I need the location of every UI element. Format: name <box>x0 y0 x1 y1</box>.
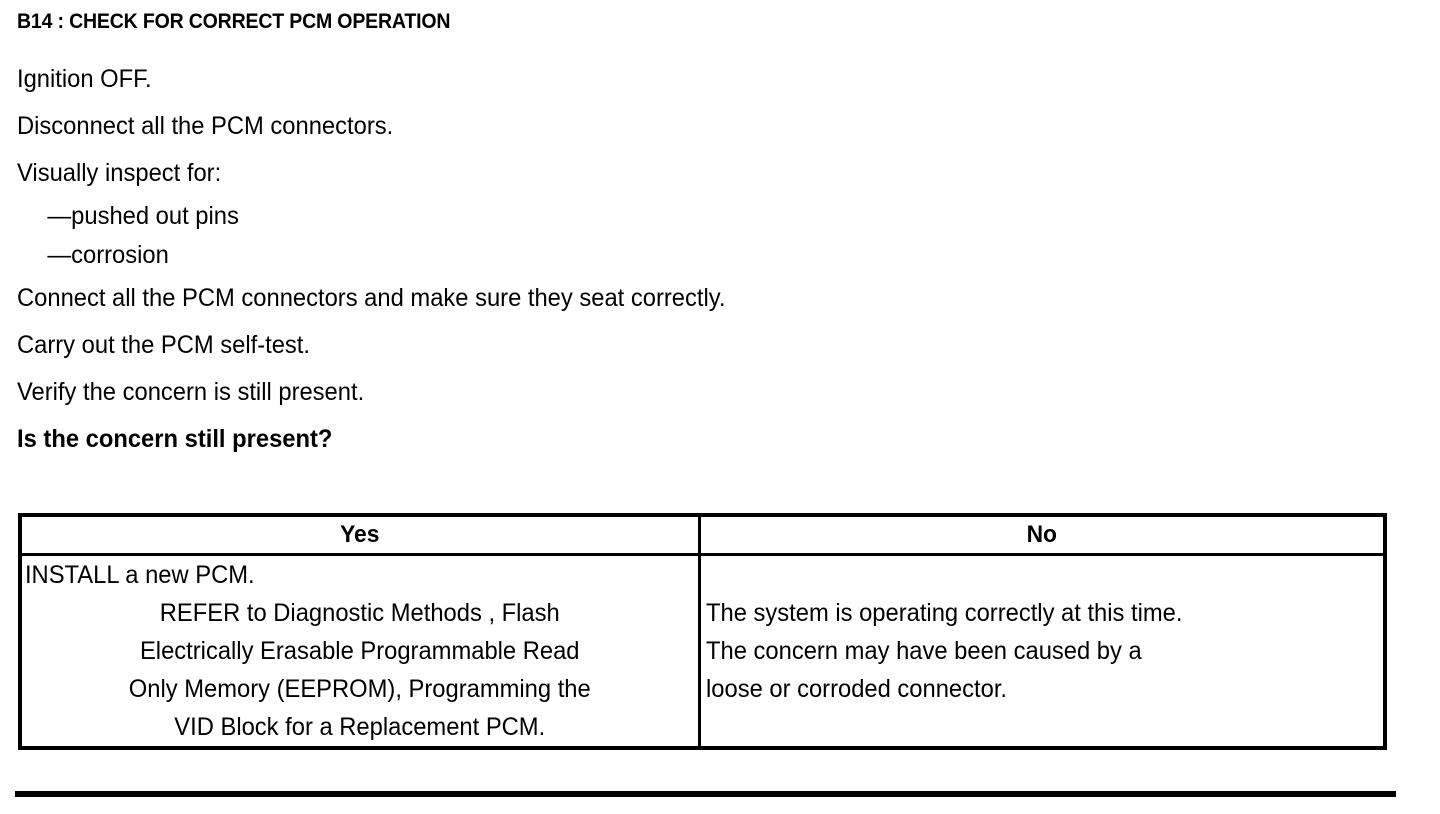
procedure-step: Carry out the PCM self-test. <box>17 331 311 359</box>
page-title: B14 : CHECK FOR CORRECT PCM OPERATION <box>17 10 451 33</box>
yes-action-line: VID Block for a Replacement PCM. <box>174 713 546 741</box>
procedure-step: Disconnect all the PCM connectors. <box>17 112 394 140</box>
procedure-step: Verify the concern is still present. <box>17 378 365 406</box>
procedure-step-bullet: —corrosion <box>47 241 169 269</box>
column-header-yes: Yes <box>35 513 684 556</box>
procedure-step: Ignition OFF. <box>17 65 152 93</box>
yes-action-line: Electrically Erasable Programmable Read <box>139 637 580 665</box>
decision-question: Is the concern still present? <box>17 425 333 453</box>
procedure-step: Connect all the PCM connectors and make … <box>17 284 726 312</box>
yes-action-line: INSTALL a new PCM. <box>24 561 255 589</box>
no-action-line: loose or corroded connector. <box>705 675 1007 703</box>
yes-action-cell: INSTALL a new PCM. REFER to Diagnostic M… <box>18 553 701 750</box>
decision-table: Yes No INSTALL a new PCM. REFER to Diagn… <box>18 513 1387 750</box>
no-action-line: The concern may have been caused by a <box>705 637 1142 665</box>
yes-action-line: Only Memory (EEPROM), Programming the <box>128 675 591 703</box>
column-header-no: No <box>714 513 1370 556</box>
no-action-line: The system is operating correctly at thi… <box>705 599 1182 627</box>
procedure-step-bullet: —pushed out pins <box>47 202 239 230</box>
procedure-steps: Ignition OFF. Disconnect all the PCM con… <box>17 56 1397 463</box>
yes-action-line: REFER to Diagnostic Methods , Flash <box>159 599 560 627</box>
table-header-row: Yes No <box>20 513 1385 556</box>
no-action-cell: The system is operating correctly at thi… <box>697 553 1387 750</box>
table-row: INSTALL a new PCM. REFER to Diagnostic M… <box>18 553 1387 750</box>
page-footer-rule <box>15 791 1396 797</box>
procedure-step: Visually inspect for: <box>17 159 222 187</box>
